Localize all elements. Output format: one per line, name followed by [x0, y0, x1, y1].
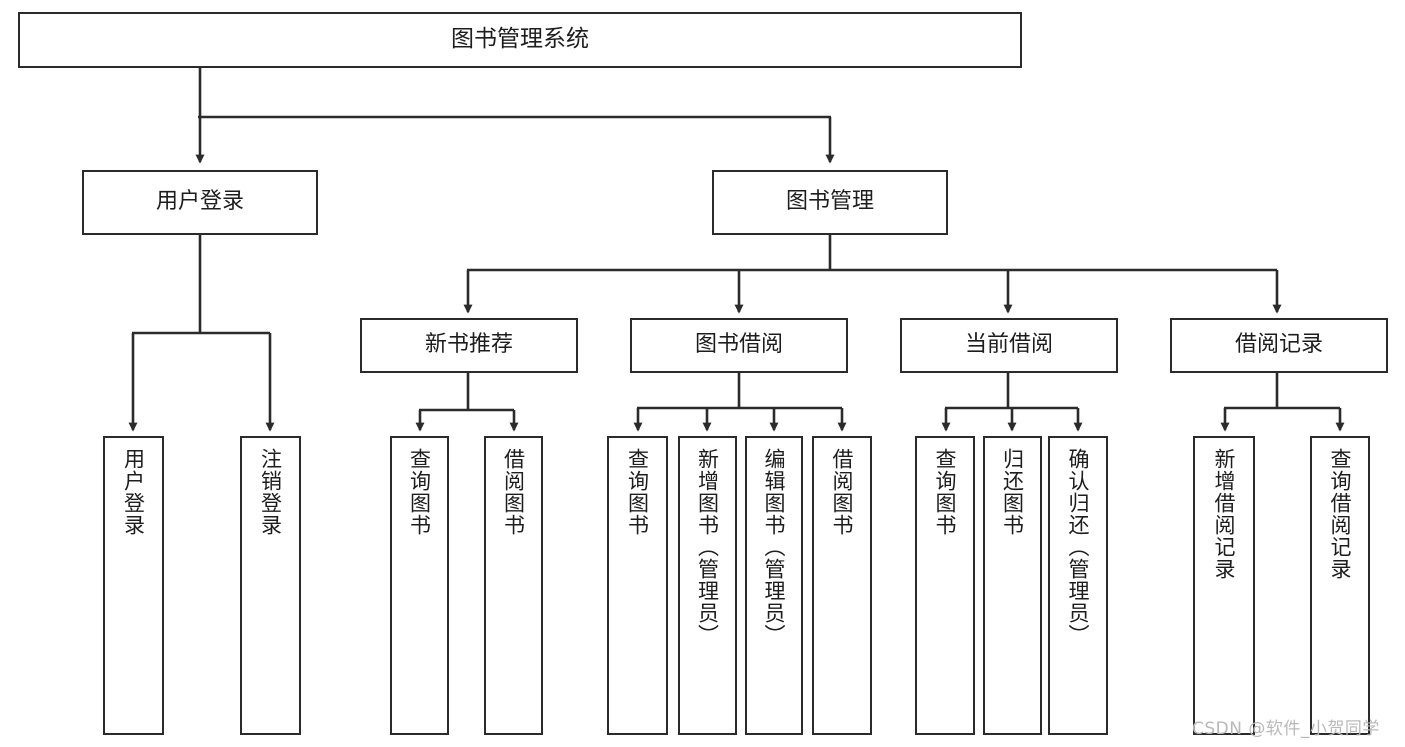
- node-label: 借阅图书: [830, 448, 855, 536]
- edge-borrow-record-to-leaves: [1220, 373, 1345, 432]
- leaf-query-borrow-record[interactable]: 查询借阅记录: [1310, 436, 1370, 735]
- edge-user-login-to-leaves: [128, 235, 275, 432]
- leaf-return-book[interactable]: 归还图书: [983, 436, 1042, 735]
- node-label: 编辑图书（管理员）: [762, 448, 787, 646]
- node-label: 当前借阅: [964, 332, 1053, 358]
- node-book-management[interactable]: 图书管理: [712, 170, 948, 235]
- node-label: 确认归还（管理员）: [1066, 448, 1091, 646]
- node-book-borrow[interactable]: 图书借阅: [630, 318, 848, 373]
- leaf-add-book-admin[interactable]: 新增图书（管理员）: [678, 436, 737, 735]
- node-label: 归还图书: [1000, 448, 1025, 536]
- node-label: 查询借阅记录: [1328, 448, 1353, 580]
- leaf-logout-login[interactable]: 注销登录: [240, 436, 301, 735]
- node-current-borrow[interactable]: 当前借阅: [900, 318, 1118, 373]
- node-label: 图书借阅: [694, 332, 783, 358]
- node-label: 借阅记录: [1234, 332, 1323, 358]
- edge-book-borrow-to-leaves: [633, 373, 847, 432]
- edge-current-borrow-to-leaves: [941, 373, 1083, 432]
- watermark-text: CSDN @软件_小贺同学: [1192, 719, 1380, 739]
- node-label: 查询图书: [407, 448, 432, 536]
- leaf-user-login[interactable]: 用户登录: [103, 436, 164, 735]
- leaf-borrow-book[interactable]: 借阅图书: [812, 436, 872, 735]
- node-label: 图书管理系统: [451, 26, 589, 53]
- node-label: 注销登录: [258, 448, 283, 536]
- leaf-query-book-current[interactable]: 查询图书: [915, 436, 975, 735]
- node-label: 用户登录: [155, 189, 244, 215]
- node-label: 查询图书: [933, 448, 958, 536]
- node-user-login[interactable]: 用户登录: [82, 170, 318, 235]
- leaf-query-book-borrow[interactable]: 查询图书: [607, 436, 668, 735]
- node-label: 查询图书: [625, 448, 650, 536]
- node-label: 新增借阅记录: [1212, 448, 1237, 580]
- edge-new-book-rec-to-leaves: [415, 373, 519, 432]
- leaf-query-book-rec[interactable]: 查询图书: [390, 436, 449, 735]
- node-label: 用户登录: [121, 448, 146, 536]
- node-label: 新增图书（管理员）: [695, 448, 720, 646]
- node-label: 新书推荐: [424, 332, 513, 358]
- leaf-confirm-return-admin[interactable]: 确认归还（管理员）: [1048, 436, 1108, 735]
- node-new-book-recommend[interactable]: 新书推荐: [360, 318, 578, 373]
- edge-book-manage-to-level3: [463, 235, 1282, 314]
- node-label: 图书管理: [785, 189, 874, 215]
- leaf-borrow-book-rec[interactable]: 借阅图书: [484, 436, 543, 735]
- leaf-edit-book-admin[interactable]: 编辑图书（管理员）: [745, 436, 803, 735]
- leaf-add-borrow-record[interactable]: 新增借阅记录: [1193, 436, 1255, 735]
- node-borrow-record[interactable]: 借阅记录: [1170, 318, 1388, 373]
- node-label: 借阅图书: [501, 448, 526, 536]
- node-root-system[interactable]: 图书管理系统: [18, 12, 1022, 68]
- edge-root-to-level2: [195, 68, 835, 164]
